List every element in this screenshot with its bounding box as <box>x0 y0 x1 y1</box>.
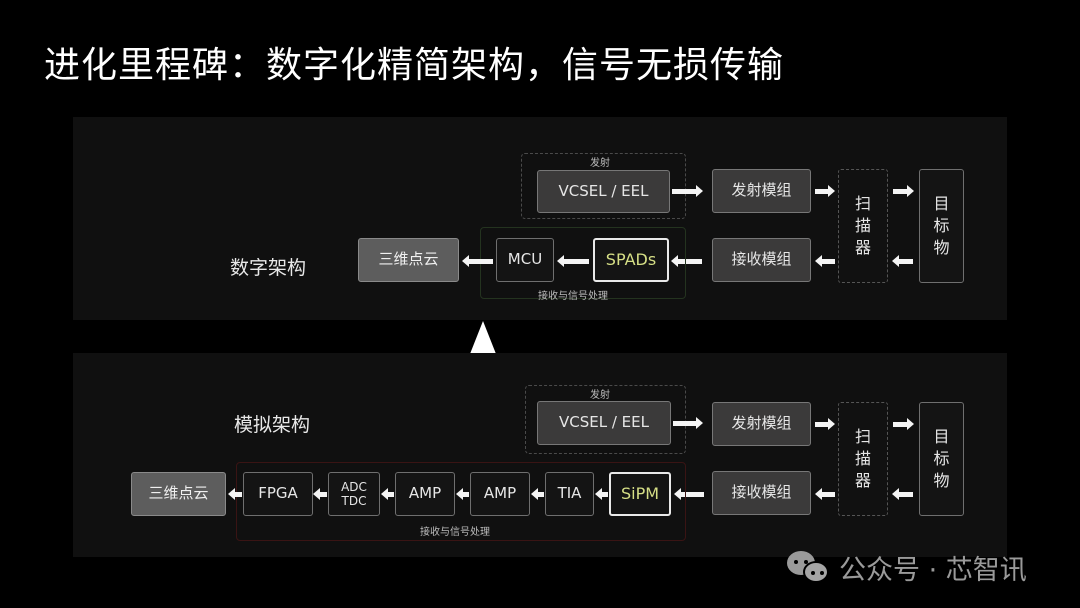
scanner-char: 器 <box>854 238 871 257</box>
arrow-left-icon <box>595 488 608 500</box>
arrow-left-icon <box>815 255 835 267</box>
digital-emitter-box: VCSEL / EEL <box>537 170 670 213</box>
arrow-right-icon <box>673 417 703 429</box>
arrow-left-icon <box>557 255 589 267</box>
arrow-left-icon <box>313 488 327 500</box>
spads-detector-box: SPADs <box>593 238 669 282</box>
arrow-left-icon <box>456 488 469 500</box>
slide-title: 进化里程碑：数字化精简架构，信号无损传输 <box>44 45 785 86</box>
scanner-char: 器 <box>854 471 871 490</box>
arrow-right-icon <box>893 418 914 430</box>
fpga-box: FPGA <box>243 472 313 516</box>
arrow-left-icon <box>892 488 913 500</box>
analog-emitter-box: VCSEL / EEL <box>537 401 671 445</box>
watermark: 公众号 · 芯智讯 <box>787 548 1027 587</box>
digital-emit-module-box: 发射模组 <box>712 169 811 213</box>
analog-emit-module-box: 发射模组 <box>712 402 811 446</box>
target-char: 目 <box>933 194 950 213</box>
digital-receive-module-box: 接收模组 <box>712 238 811 282</box>
target-char: 标 <box>933 216 950 235</box>
amp-box-1: AMP <box>395 472 455 516</box>
sipm-detector-box: SiPM <box>609 472 671 516</box>
analog-scanner-box: 扫 描 器 <box>838 402 888 516</box>
scanner-char: 描 <box>854 449 871 468</box>
arrow-left-icon <box>815 488 835 500</box>
analog-target-box: 目 标 物 <box>919 402 964 516</box>
tdc-label: TDC <box>341 494 367 508</box>
target-char: 物 <box>933 471 950 490</box>
arrow-left-icon <box>671 255 702 267</box>
digital-scanner-box: 扫 描 器 <box>838 169 888 283</box>
mcu-box: MCU <box>496 238 554 282</box>
arrow-left-icon <box>228 488 242 500</box>
target-char: 标 <box>933 449 950 468</box>
analog-point-cloud-box: 三维点云 <box>131 472 226 516</box>
tia-box: TIA <box>545 472 594 516</box>
digital-target-box: 目 标 物 <box>919 169 964 283</box>
analog-emit-group <box>525 385 686 454</box>
arrow-right-icon <box>815 418 835 430</box>
watermark-text: 公众号 · 芯智讯 <box>839 555 1027 586</box>
arrow-right-icon <box>815 185 835 197</box>
scanner-char: 描 <box>854 216 871 235</box>
arrow-left-icon <box>462 255 493 267</box>
wechat-icon <box>787 550 831 585</box>
analog-section-label: 模拟架构 <box>234 414 311 436</box>
target-char: 目 <box>933 427 950 446</box>
digital-point-cloud-box: 三维点云 <box>358 238 459 282</box>
arrow-right-icon <box>893 185 914 197</box>
target-char: 物 <box>933 238 950 257</box>
analog-process-group <box>236 462 686 541</box>
digital-process-group-label: 接收与信号处理 <box>538 291 608 302</box>
scanner-char: 扫 <box>854 427 871 446</box>
analog-emit-group-label: 发射 <box>590 390 610 401</box>
analog-receive-module-box: 接收模组 <box>712 471 811 515</box>
arrow-left-icon <box>381 488 394 500</box>
scanner-char: 扫 <box>854 194 871 213</box>
digital-emit-group-label: 发射 <box>590 158 610 169</box>
digital-emit-group <box>521 153 686 219</box>
adc-tdc-box: ADC TDC <box>328 472 380 516</box>
arrow-right-icon <box>672 185 703 197</box>
arrow-left-icon <box>531 488 544 500</box>
adc-label: ADC <box>341 480 367 494</box>
arrow-left-icon <box>892 255 913 267</box>
digital-section-label: 数字架构 <box>230 257 307 279</box>
analog-process-group-label: 接收与信号处理 <box>420 527 490 538</box>
arrow-left-icon <box>674 488 704 500</box>
amp-box-2: AMP <box>470 472 530 516</box>
